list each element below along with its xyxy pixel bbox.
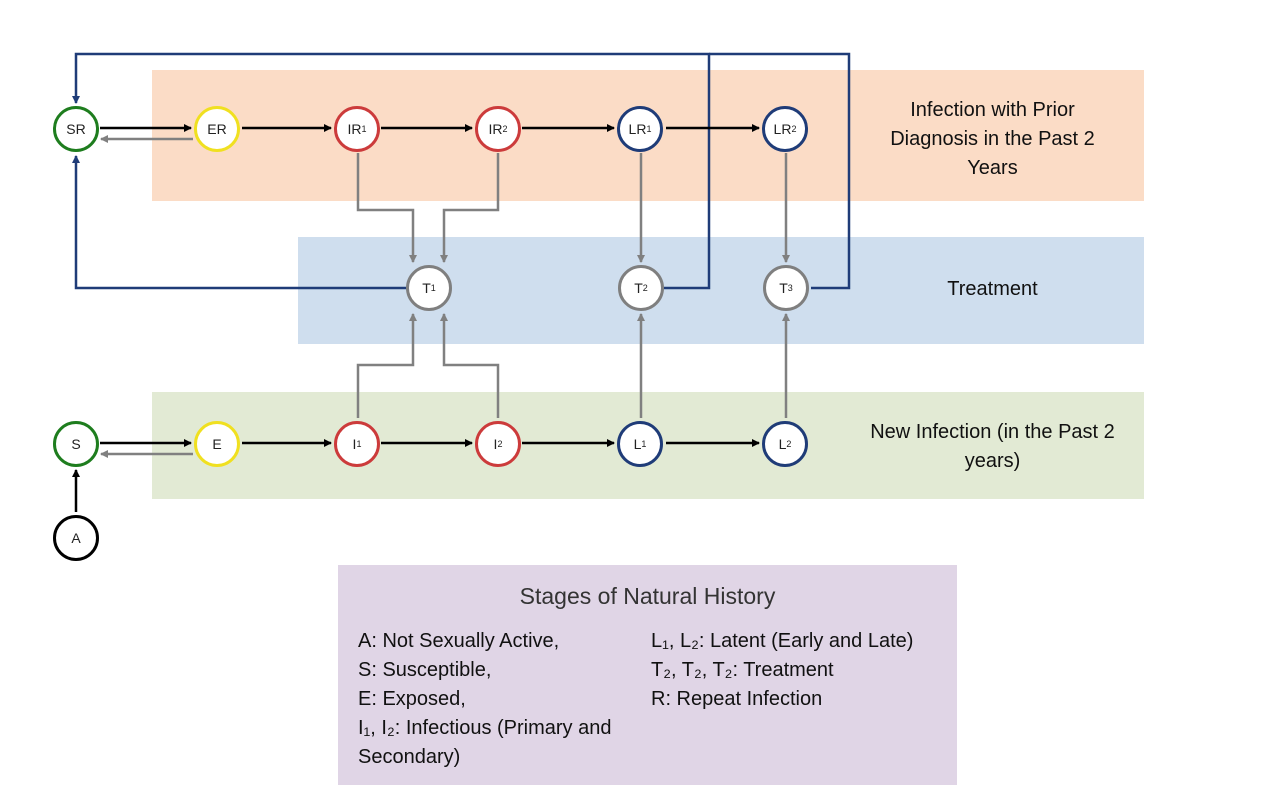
node-l2-label: L xyxy=(778,436,787,452)
node-l1-sub: 1 xyxy=(641,439,647,449)
node-lr1-label: LR xyxy=(628,121,647,137)
node-i1-sub: 1 xyxy=(356,439,362,449)
node-lr2-sub: 2 xyxy=(791,124,797,134)
band-label-new-infection: New Infection (in the Past 2 years) xyxy=(870,421,1115,472)
node-i2-label: I xyxy=(493,436,498,452)
node-t2-sub: 2 xyxy=(642,283,648,293)
legend-item-e: E: Exposed, xyxy=(358,688,466,710)
band-label-infection-prior: Infection with Prior Diagnosis in the Pa… xyxy=(890,99,1095,179)
node-e-label: E xyxy=(212,436,222,452)
legend-item-a: A: Not Sexually Active, xyxy=(358,630,560,652)
node-er-label: ER xyxy=(207,121,227,137)
node-ir1-sub: 1 xyxy=(361,124,367,134)
node-i2-sub: 2 xyxy=(497,439,503,449)
arrow-i1-to-t1 xyxy=(356,313,417,418)
node-e: E xyxy=(194,421,240,467)
node-s: S xyxy=(53,421,99,467)
node-er: ER xyxy=(194,106,240,152)
node-sr: SR xyxy=(53,106,99,152)
legend-title: Stages of Natural History xyxy=(519,583,776,609)
node-a: A xyxy=(53,515,99,561)
arrow-t2-to-sr xyxy=(72,52,711,290)
node-l1-label: L xyxy=(633,436,642,452)
legend-item-r: R: Repeat Infection xyxy=(651,688,823,710)
node-ir2-sub: 2 xyxy=(502,124,508,134)
legend-left-column: A: Not Sexually Active, S: Susceptible, … xyxy=(358,627,648,772)
node-t1-label: T xyxy=(422,280,431,296)
legend-item-l: L₁, L₂: Latent (Early and Late) xyxy=(651,630,914,652)
band-label-treatment: Treatment xyxy=(947,278,1038,300)
arrow-t3-to-sr xyxy=(709,52,851,290)
node-lr2-label: LR xyxy=(773,121,792,137)
node-ir2-label: IR xyxy=(488,121,503,137)
legend-item-t: T₂, T₂, T₂: Treatment xyxy=(651,659,834,681)
arrow-t1-to-sr xyxy=(72,155,406,290)
node-l2-sub: 2 xyxy=(786,439,792,449)
node-sr-label: SR xyxy=(66,121,86,137)
arrow-ir1-to-t1 xyxy=(356,153,417,263)
legend-item-s: S: Susceptible, xyxy=(358,659,492,681)
node-a-label: A xyxy=(71,530,81,546)
node-s-label: S xyxy=(71,436,81,452)
node-t3-label: T xyxy=(779,280,788,296)
arrow-i2-to-t1 xyxy=(440,313,500,418)
arrow-ir2-to-t1 xyxy=(440,153,500,263)
node-i1-label: I xyxy=(352,436,357,452)
node-t1-sub: 1 xyxy=(430,283,436,293)
node-t2-label: T xyxy=(634,280,643,296)
legend-right-column: L₁, L₂: Latent (Early and Late) T₂, T₂, … xyxy=(651,627,951,714)
node-t3-sub: 3 xyxy=(787,283,793,293)
node-ir1-label: IR xyxy=(347,121,362,137)
legend-item-i: I₁, I₂: Infectious (Primary and Secondar… xyxy=(358,717,612,768)
node-lr1-sub: 1 xyxy=(646,124,652,134)
legend-box: Stages of Natural History A: Not Sexuall… xyxy=(338,565,957,785)
